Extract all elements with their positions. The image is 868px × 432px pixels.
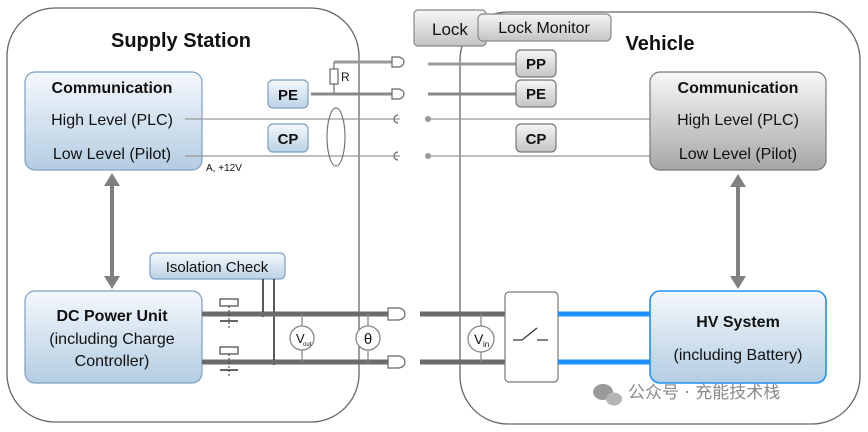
vout-subscript: out xyxy=(303,342,312,348)
switch-blade xyxy=(521,327,538,341)
dc-power-unit-line1: (including Charge xyxy=(49,331,175,348)
isolation-check-box xyxy=(149,252,286,280)
pp-tag-vehicle-label: PP xyxy=(526,56,546,73)
dc-power-unit-heading: DC Power Unit xyxy=(56,308,168,325)
supply-comm-arrow-up xyxy=(104,173,120,186)
plug-pp-station xyxy=(391,56,405,68)
vin-symbol: V xyxy=(474,331,484,347)
dc-power-unit-line2: Controller) xyxy=(75,353,150,370)
cp-tag-vehicle-label: CP xyxy=(526,131,547,148)
supply-high-level-label: High Level (PLC) xyxy=(51,112,173,129)
vehicle-high-level-label: High Level (PLC) xyxy=(677,112,799,129)
vehicle-title: Vehicle xyxy=(626,33,695,55)
voltage-note: A, +12V xyxy=(206,163,242,174)
supply-comm-arrow-down xyxy=(104,276,120,289)
pe-tag-station-label: PE xyxy=(278,87,298,104)
temperature-sensor xyxy=(355,325,381,351)
plug-dc-minus-station xyxy=(387,355,406,369)
vehicle-low-level-label: Low Level (Pilot) xyxy=(679,146,797,163)
pe-tag-station xyxy=(267,79,309,109)
supply-station-title: Supply Station xyxy=(111,30,251,52)
vin-meter xyxy=(467,325,495,353)
lock-label: Lock xyxy=(432,20,468,39)
plug-plc-station xyxy=(393,114,399,124)
vehicle-communication-box xyxy=(649,71,827,171)
vehicle-comm-arrow-down xyxy=(730,276,746,289)
vehicle-comm-arrow-up xyxy=(730,174,746,187)
hv-system-heading: HV System xyxy=(696,314,780,331)
theta-symbol: θ xyxy=(364,331,372,348)
cp-tag-station-label: CP xyxy=(278,131,299,148)
resistor-symbol xyxy=(329,68,339,85)
pe-tag-vehicle xyxy=(515,79,557,108)
supply-communication-heading: Communication xyxy=(52,80,173,97)
dc-power-unit-box xyxy=(24,290,203,384)
plug-dc-plus-station xyxy=(387,307,406,321)
vout-symbol: V xyxy=(296,331,305,346)
hv-system-box xyxy=(649,290,827,384)
lock-monitor-box xyxy=(477,13,612,42)
lock-monitor-label: Lock Monitor xyxy=(498,20,590,37)
watermark-text: 公众号 · 充能技术栈 xyxy=(628,383,780,403)
cp-tag-vehicle xyxy=(515,123,557,153)
cable-bundle-ellipse xyxy=(326,107,346,167)
contactor-top-coil xyxy=(219,298,239,307)
vin-subscript: in xyxy=(483,340,489,349)
plug-pe-station xyxy=(391,88,405,100)
pe-tag-vehicle-label: PE xyxy=(526,86,546,103)
hv-system-line1: (including Battery) xyxy=(674,347,803,364)
pp-tag-vehicle xyxy=(515,49,557,78)
supply-low-level-label: Low Level (Pilot) xyxy=(53,146,171,163)
pilot-vehicle-contact xyxy=(425,153,431,159)
vehicle-switch-box xyxy=(504,291,559,383)
supply-communication-box xyxy=(24,71,203,171)
plug-pilot-station xyxy=(393,151,399,161)
wechat-icon xyxy=(593,384,622,406)
cp-tag-station xyxy=(267,123,309,153)
vehicle-communication-heading: Communication xyxy=(678,80,799,97)
vout-meter xyxy=(289,325,315,351)
resistor-label: R xyxy=(341,70,350,84)
plc-vehicle-contact xyxy=(425,116,431,122)
contactor-bottom-coil xyxy=(219,346,239,355)
isolation-check-label: Isolation Check xyxy=(166,259,269,276)
